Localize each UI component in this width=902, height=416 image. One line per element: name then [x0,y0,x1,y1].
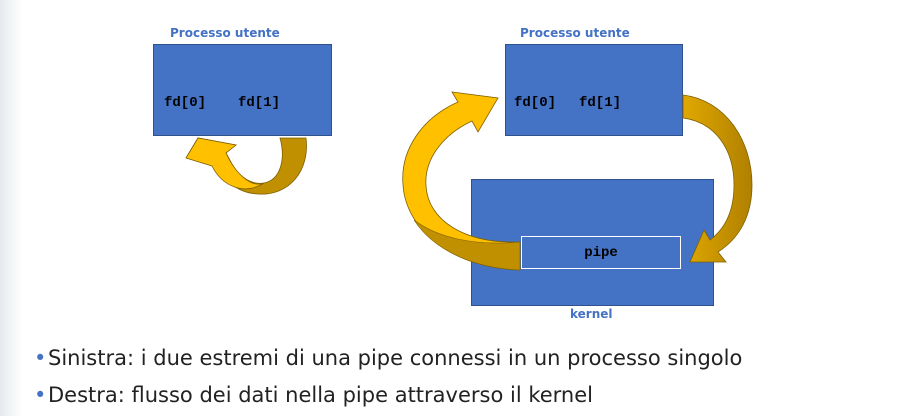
left-process-caption: Processo utente [170,26,280,40]
bullet-text: Sinistra: i due estremi di una pipe conn… [48,346,743,370]
pipe-to-process-arrow [402,91,521,271]
left-loop-arrow-head [185,137,265,190]
bullet-item: •Destra: flusso dei dati nella pipe attr… [34,377,742,414]
slide-left-strip [0,0,22,416]
right-fd0-label: fd[0] [514,95,557,111]
left-fd1-label: fd[1] [238,95,281,111]
right-user-process-box: fd[0] fd[1] [505,44,683,136]
pipe-label: pipe [584,244,618,261]
process-to-pipe-arrow [682,94,753,263]
bullet-dot: • [34,383,47,407]
right-fd1-label: fd[1] [579,95,622,111]
left-user-process-box: fd[0] fd[1] [153,44,332,136]
pipe-buffer: pipe [521,236,681,269]
pipe-to-process-arrow-shade [413,219,521,271]
bullet-dot: • [34,346,47,370]
process-to-pipe-arrow-shape [682,94,753,263]
right-process-caption: Processo utente [520,26,630,40]
kernel-caption: kernel [570,307,613,321]
left-fd0-label: fd[0] [164,95,207,111]
left-loop-arrow [185,137,307,195]
bullet-list: •Sinistra: i due estremi di una pipe con… [34,340,742,414]
bullet-item: •Sinistra: i due estremi di una pipe con… [34,340,742,377]
bullet-text: Destra: flusso dei dati nella pipe attra… [48,383,593,407]
